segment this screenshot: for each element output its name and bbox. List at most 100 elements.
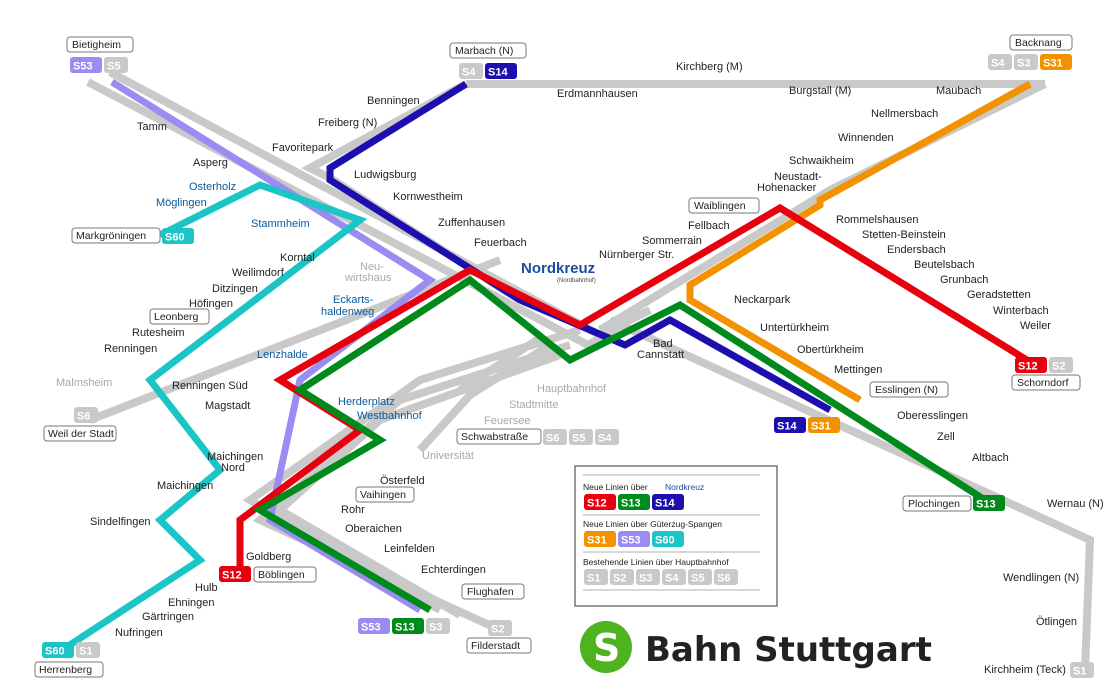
station-fellbach: Fellbach — [688, 220, 730, 232]
station-favoritepark: Favoritepark — [272, 142, 334, 154]
station-malmsheim: Malmsheim — [56, 377, 112, 389]
station-nufringen: Nufringen — [115, 627, 163, 639]
legend-badge-s2-bg — [610, 569, 634, 585]
station-maichingen: Maichingen — [157, 480, 213, 492]
legend-badge-s53: S53 — [621, 535, 641, 547]
station-herderplatz: Herderplatz — [338, 396, 395, 408]
station-mettingen: Mettingen — [834, 364, 882, 376]
station-osterholz: Osterholz — [189, 181, 236, 193]
existing-lines — [86, 68, 1095, 671]
badge-s2-bg — [1049, 357, 1073, 373]
station-asperg: Asperg — [193, 157, 228, 169]
station-feuerbach: Feuerbach — [474, 237, 527, 249]
badge-s53: S53 — [361, 622, 381, 634]
terminal-vaihingen: Vaihingen — [360, 489, 406, 501]
badge-s2-bg — [488, 620, 512, 636]
station-rutesheim: Rutesheim — [132, 327, 185, 339]
line-s12 — [236, 203, 1037, 570]
station-bad-2: Cannstatt — [637, 349, 684, 361]
station-goldberg: Goldberg — [246, 551, 291, 563]
station-oesterfeld: Österfeld — [380, 475, 425, 487]
badge-s60-bg — [162, 228, 194, 244]
legend-badge-s6-bg — [714, 569, 738, 585]
badge-s3-bg — [1014, 54, 1038, 70]
line-s14 — [326, 81, 832, 414]
station-erdmannhausen: Erdmannhausen — [557, 88, 638, 100]
terminal-herrenberg: Herrenberg — [39, 664, 92, 676]
badge-group-bietigheim: S53 S5 — [70, 57, 128, 73]
station-rohr: Rohr — [341, 504, 365, 516]
station-ditzingen: Ditzingen — [212, 283, 258, 295]
station-ludwigsburg: Ludwigsburg — [354, 169, 416, 181]
new-lines — [60, 79, 1037, 653]
badge-group-boeblingen: S12 — [219, 566, 251, 582]
station-stammheim: Stammheim — [251, 218, 310, 230]
legend-badge-s6: S6 — [717, 573, 730, 585]
station-magstadt: Magstadt — [205, 400, 250, 412]
legend-badge-s4-bg — [662, 569, 686, 585]
badge-group-schwabstrasse: S6 S5 S4 — [543, 429, 619, 445]
badge-s14-bg — [485, 63, 517, 79]
badge-group-flughafen: S53 S13 S3 — [358, 618, 450, 634]
station-oberaichen: Oberaichen — [345, 523, 402, 535]
legend-badge-s31: S31 — [587, 535, 607, 547]
badge-s3: S3 — [1017, 58, 1030, 70]
terminal-backnang: Backnang — [1015, 37, 1062, 49]
terminal-schwabstrasse: Schwabstraße — [461, 431, 528, 443]
badge-s1: S1 — [79, 646, 92, 658]
line-s60 — [60, 181, 368, 653]
terminal-plochingen: Plochingen — [908, 498, 960, 510]
station-eckartshaldenweg-2: haldenweg — [321, 306, 374, 318]
station-maichingen-nord-2: Nord — [221, 462, 245, 474]
station-zuffenhausen: Zuffenhausen — [438, 217, 505, 229]
station-neustadt-1: Neustadt- — [774, 171, 822, 183]
badge-s14: S14 — [488, 67, 508, 79]
legend-badge-s31-bg — [584, 531, 616, 547]
badge-s14: S14 — [777, 421, 797, 433]
badge-s14-bg — [774, 417, 806, 433]
badge-s12: S12 — [1018, 361, 1038, 373]
station-endersbach: Endersbach — [887, 244, 946, 256]
legend-badge-s13-bg — [618, 494, 650, 510]
badge-s5: S5 — [107, 61, 120, 73]
badge-s13: S13 — [976, 499, 996, 511]
station-renningen: Renningen — [104, 343, 157, 355]
badge-s2: S2 — [491, 624, 504, 636]
line-s13 — [253, 275, 987, 614]
legend-nordkreuz-prefix: Neue Linien über — [583, 482, 648, 492]
badge-group-marbach: S4 S14 — [459, 63, 517, 79]
legend-badge-s12: S12 — [587, 498, 607, 510]
badge-group-herrenberg: S60 S1 — [42, 642, 100, 658]
badge-s6: S6 — [77, 411, 90, 423]
terminal-leonberg: Leonberg — [154, 311, 199, 323]
badge-group-markgroeningen: S60 — [162, 228, 194, 244]
badge-s5-bg — [569, 429, 593, 445]
legend-badge-s3: S3 — [639, 573, 652, 585]
terminal-waiblingen: Waiblingen — [694, 200, 746, 212]
legend-badge-s2: S2 — [613, 573, 626, 585]
terminal-weil: Weil der Stadt — [48, 428, 114, 440]
legend-nordkreuz-hub: Nordkreuz — [665, 482, 704, 492]
line-s31 — [686, 80, 1032, 404]
station-kirchberg: Kirchberg (M) — [676, 61, 743, 73]
station-weilimdorf: Weilimdorf — [232, 267, 285, 279]
badge-s3: S3 — [429, 622, 442, 634]
station-maubach: Maubach — [936, 85, 981, 97]
badge-s13: S13 — [395, 622, 415, 634]
station-winnenden: Winnenden — [838, 132, 894, 144]
line-badges: S53 S5 S4 S14 S4 S3 S31 S60 S12 S2 — [42, 54, 1094, 678]
station-stetten: Stetten-Beinstein — [862, 229, 946, 241]
brand-text: Bahn Stuttgart — [645, 630, 932, 670]
station-untertuerkheim: Untertürkheim — [760, 322, 829, 334]
badge-group-filderstadt: S2 — [488, 620, 512, 636]
badge-s4: S4 — [598, 433, 612, 445]
station-rommelshausen: Rommelshausen — [836, 214, 919, 226]
legend-badge-s60-bg — [652, 531, 684, 547]
station-renningen-sued: Renningen Süd — [172, 380, 248, 392]
station-sommerrain: Sommerrain — [642, 235, 702, 247]
station-beutelsbach: Beutelsbach — [914, 259, 975, 271]
badge-s3-bg — [426, 618, 450, 634]
sbahn-logo-letter: S — [593, 626, 620, 670]
station-benningen: Benningen — [367, 95, 420, 107]
